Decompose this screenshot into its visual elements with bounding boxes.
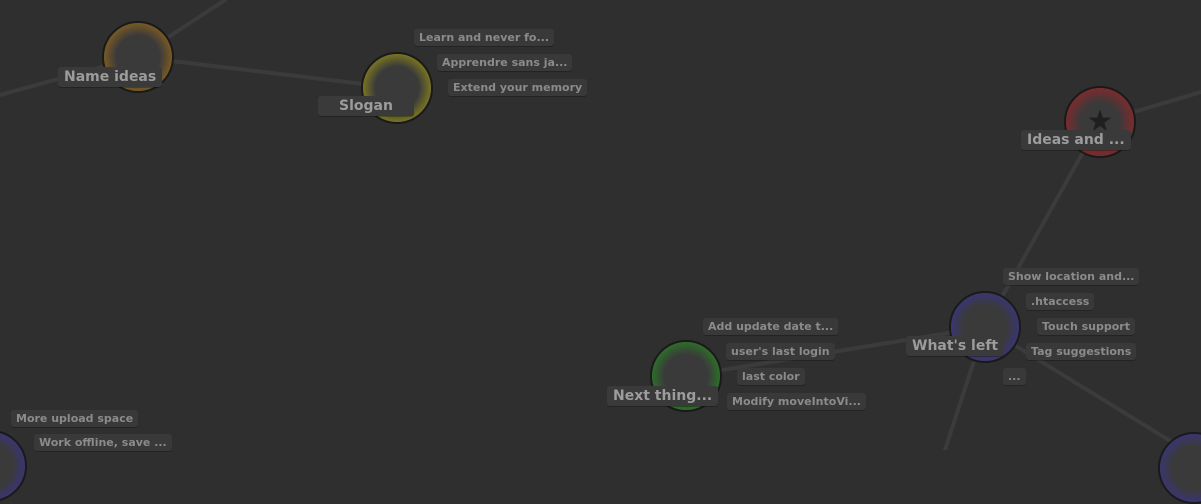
node-label-name-ideas[interactable]: Name ideas [58,67,163,87]
child-label[interactable]: Work offline, save ... [34,434,172,451]
child-label[interactable]: Show location and... [1003,268,1140,285]
child-label[interactable]: Learn and never fo... [414,29,554,46]
child-label[interactable]: Add update date t... [703,318,839,335]
node-label-next-thing[interactable]: Next thing... [607,386,719,406]
node-ring [1160,434,1201,502]
edge [983,120,1102,329]
child-label[interactable]: Tag suggestions [1026,343,1137,360]
child-label[interactable]: user's last login [726,343,835,360]
child-label[interactable]: Apprendre sans ja... [437,54,573,71]
child-label[interactable]: Touch support [1037,318,1135,335]
child-label[interactable]: Extend your memory [448,79,588,96]
child-label[interactable]: .htaccess [1026,293,1095,310]
child-label[interactable]: More upload space [11,410,139,427]
node-label-slogan[interactable]: Slogan [318,96,414,116]
child-label[interactable]: Modify moveIntoVi... [727,393,866,410]
child-label[interactable]: last color [737,368,805,385]
edge [983,325,1187,450]
edge [136,55,399,90]
node-label-whats-left[interactable]: What's left [906,336,1005,356]
child-label[interactable]: ... [1003,368,1026,385]
node-label-ideas-and[interactable]: Ideas and ... [1021,130,1131,150]
edge [684,325,987,378]
